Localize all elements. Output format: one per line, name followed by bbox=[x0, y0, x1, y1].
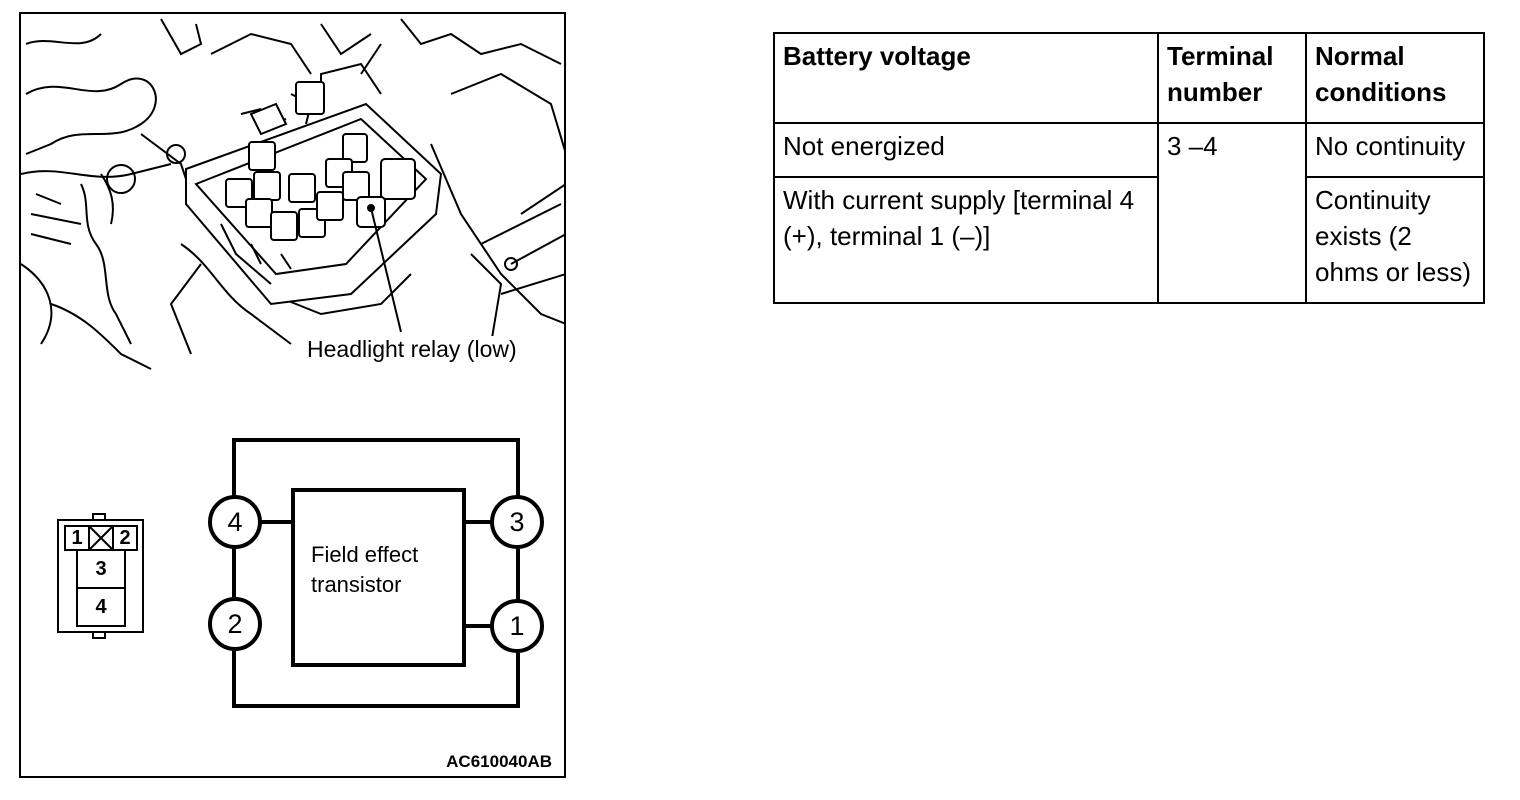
relay-figure-drawing bbox=[21, 18, 564, 708]
cell-terminal-number: 3 –4 bbox=[1157, 122, 1307, 304]
terminal-4-circle bbox=[208, 495, 262, 549]
cell-battery-voltage: Not energized bbox=[773, 122, 1159, 178]
table-header-row: Battery voltage Terminal number Normal c… bbox=[773, 32, 1485, 124]
header-terminal-number: Terminal number bbox=[1157, 32, 1307, 124]
terminal-3-number: 3 bbox=[509, 507, 525, 537]
connector-pin-4: 4 bbox=[95, 596, 107, 618]
relay-check-table: Battery voltage Terminal number Normal c… bbox=[773, 32, 1485, 304]
engine-bay-illustration bbox=[21, 18, 564, 370]
connector-pin-2: 2 bbox=[119, 527, 131, 549]
relay-figure-panel: Headlight relay (low) Field effect trans… bbox=[19, 12, 566, 778]
cell-normal-condition: No continuity bbox=[1305, 122, 1485, 178]
table-row: With current supply [terminal 4 (+), ter… bbox=[773, 176, 1485, 304]
terminal-3-circle bbox=[490, 495, 544, 549]
terminal-4-number: 4 bbox=[227, 507, 243, 537]
terminal-1-number: 1 bbox=[509, 611, 525, 641]
terminal-2-circle bbox=[208, 597, 262, 651]
headlight-relay-label: Headlight relay (low) bbox=[305, 336, 519, 363]
cell-normal-condition: Continuity exists (2 ohms or less) bbox=[1305, 176, 1485, 304]
cell-battery-voltage: With current supply [terminal 4 (+), ter… bbox=[773, 176, 1159, 304]
field-effect-transistor-label: Field effect transistor bbox=[311, 542, 419, 597]
connector-terminal-diagram bbox=[57, 513, 144, 639]
relay-box-illustration bbox=[185, 81, 443, 333]
connector-pin-1: 1 bbox=[71, 527, 83, 549]
header-battery-voltage: Battery voltage bbox=[773, 32, 1159, 124]
connector-pin-3: 3 bbox=[95, 558, 107, 580]
fet-circuit-diagram bbox=[208, 438, 544, 708]
figure-code: AC610040AB bbox=[446, 752, 552, 771]
table-row: Not energized 3 –4 No continuity bbox=[773, 122, 1485, 304]
terminal-1-circle bbox=[490, 599, 544, 653]
header-normal-conditions: Normal conditions bbox=[1305, 32, 1485, 124]
terminal-2-number: 2 bbox=[227, 609, 243, 639]
